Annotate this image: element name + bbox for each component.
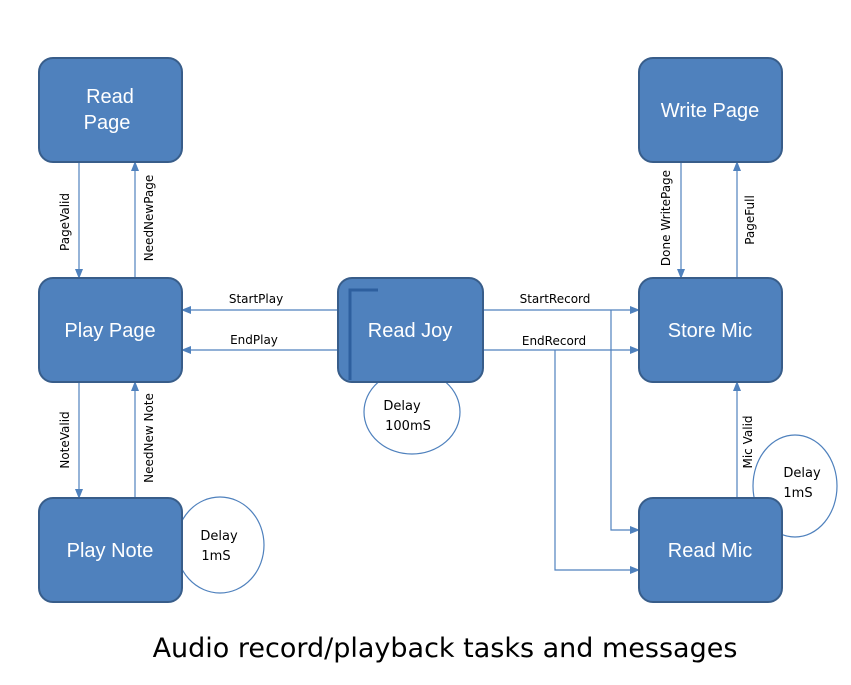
label-need-new-page: NeedNewPage (142, 175, 156, 262)
edges (75, 161, 741, 574)
edge-labels: PageValid NeedNewPage Done WritePage Pag… (58, 170, 757, 483)
read-joy-corner-accent (348, 288, 378, 380)
label-end-play: EndPlay (230, 333, 278, 347)
node-read-mic-label: Read Mic (668, 540, 752, 562)
delay-play-note-label: Delay (200, 529, 238, 544)
label-start-play: StartPlay (229, 292, 283, 306)
node-store-mic: Store Mic (638, 277, 783, 383)
node-read-mic: Read Mic (638, 497, 783, 603)
node-store-mic-label: Store Mic (668, 320, 752, 342)
delay-read-mic-label: Delay (783, 466, 821, 481)
node-play-note: Play Note (38, 497, 183, 603)
label-start-record: StartRecord (520, 292, 591, 306)
node-write-page-label: Write Page (661, 100, 760, 122)
node-play-page-label: Play Page (64, 320, 155, 342)
delay-read-joy-label: Delay (383, 399, 421, 414)
label-done-write-page: Done WritePage (659, 170, 673, 266)
label-note-valid: NoteValid (58, 411, 72, 468)
delay-read-joy: Delay 100mS (363, 369, 461, 455)
label-mic-valid: Mic Valid (741, 415, 755, 468)
delay-play-note: Delay 1mS (175, 496, 265, 594)
label-need-new-note: NeedNew Note (142, 393, 156, 483)
node-read-page-line2: Page (84, 112, 131, 134)
label-page-valid: PageValid (58, 193, 72, 251)
node-read-page: Read Page (38, 57, 183, 163)
edge-start-record-to-read-mic (610, 310, 640, 534)
label-page-full: PageFull (743, 195, 757, 245)
label-end-record: EndRecord (522, 334, 586, 348)
node-play-page: Play Page (38, 277, 183, 383)
node-read-page-line1: Read (86, 86, 134, 108)
node-write-page: Write Page (638, 57, 783, 163)
node-play-note-label: Play Note (67, 540, 154, 562)
delay-play-note-value: 1mS (201, 549, 230, 564)
delay-read-joy-value: 100mS (385, 419, 431, 434)
delay-read-mic-value: 1mS (783, 486, 812, 501)
node-read-joy-label: Read Joy (368, 320, 453, 342)
edge-end-record-to-read-mic (554, 350, 640, 574)
node-read-joy: Read Joy (337, 277, 484, 383)
diagram-caption: Audio record/playback tasks and messages (153, 633, 738, 664)
